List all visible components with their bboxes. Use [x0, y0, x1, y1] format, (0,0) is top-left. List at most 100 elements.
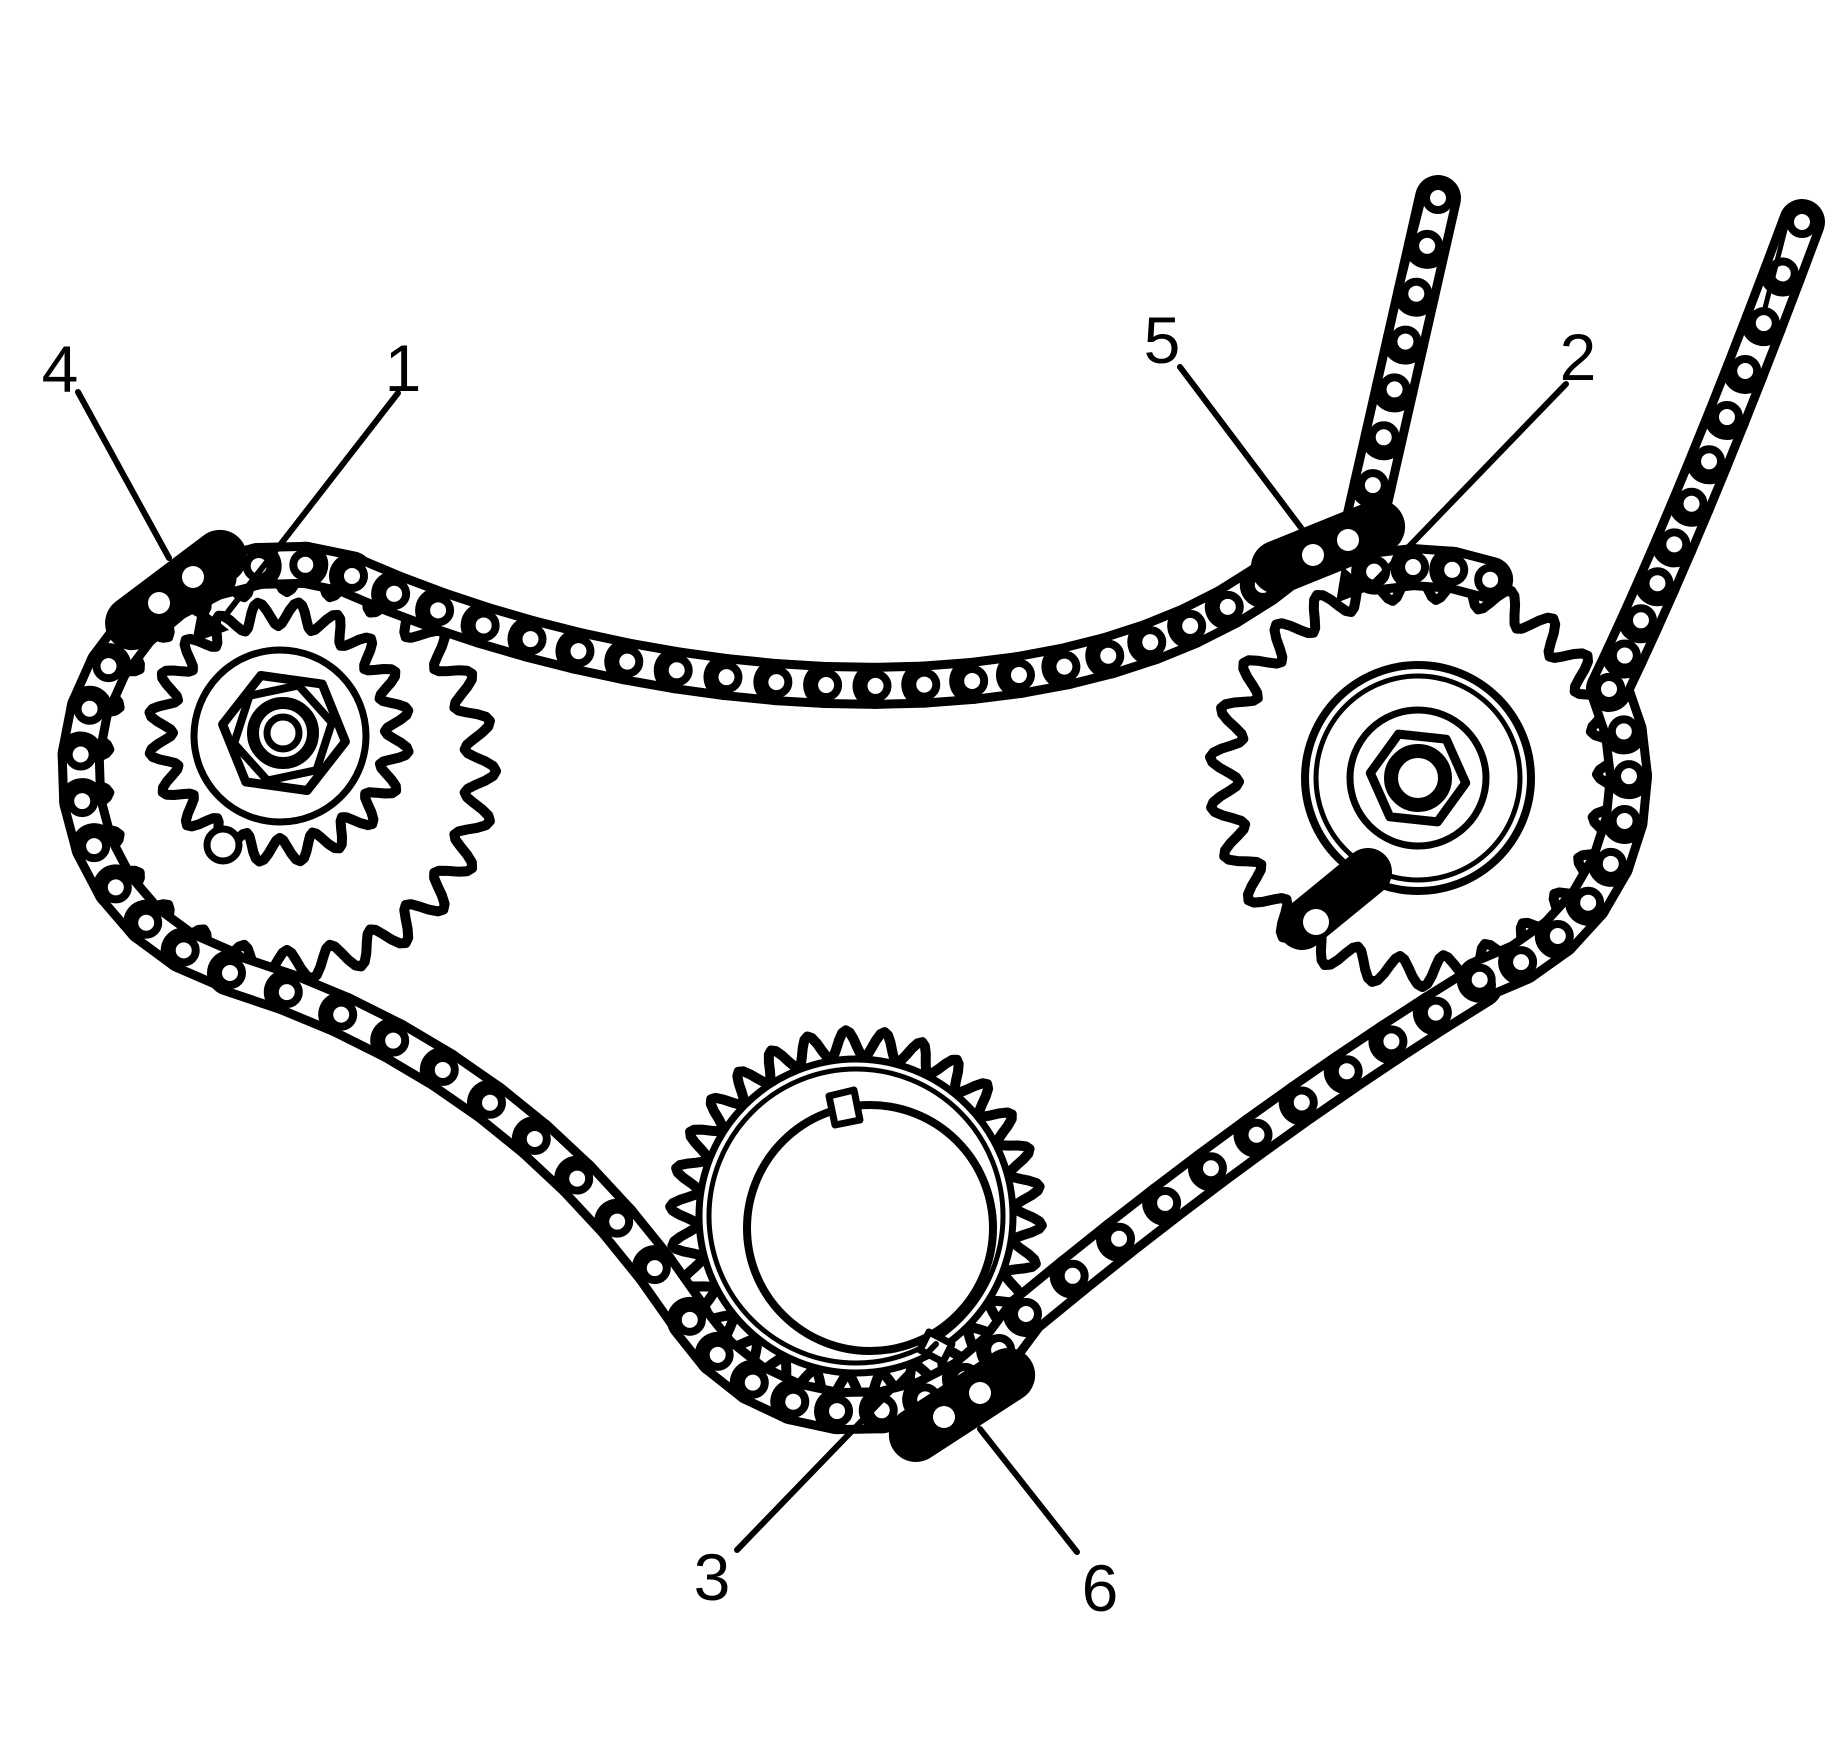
chain-roller: [92, 650, 125, 683]
chain-roller: [64, 738, 97, 771]
chain-roller: [561, 1162, 594, 1195]
callout-3-leader: [734, 1341, 939, 1553]
chain-roller: [1612, 760, 1645, 793]
chain-roller: [422, 594, 455, 627]
callout-6-leader: [977, 1426, 1080, 1555]
chain-roller: [1658, 528, 1691, 561]
chain-roller: [1002, 659, 1035, 692]
left-sprocket-alignment-arrow: [192, 606, 229, 643]
chain-roller: [99, 871, 132, 904]
chain-roller: [1474, 563, 1507, 596]
right-camshaft-sprocket-timing-slot-notch: [1303, 909, 1329, 935]
left-sprocket-timing-link-roller: [182, 566, 204, 588]
callout-3-label: 3: [693, 1540, 731, 1614]
chain-roller: [1607, 715, 1640, 748]
chain-roller: [514, 623, 547, 656]
callout-2-label: 2: [1559, 320, 1597, 394]
callout-1-leader: [225, 390, 401, 615]
chain-roller: [1624, 604, 1657, 637]
timing-chain: [57, 175, 1825, 1435]
chain-roller: [660, 654, 693, 687]
left-camshaft-sprocket-hex-bolt: [230, 681, 336, 785]
chain-roller: [1436, 553, 1469, 586]
chain-roller: [325, 998, 358, 1031]
crank-sprocket-timing-link-roller: [969, 1382, 991, 1404]
left-sprocket-timing-link: [105, 529, 247, 651]
chain-roller: [956, 664, 989, 697]
chain-roller: [611, 645, 644, 678]
chain-roller: [1593, 673, 1625, 705]
chain-roller: [1693, 445, 1726, 478]
chain-roller: [426, 1053, 459, 1086]
chain-roller: [377, 1024, 410, 1057]
callout-4-leader: [75, 389, 172, 561]
chain-roller: [1010, 1298, 1042, 1330]
chain-roller: [1463, 963, 1496, 996]
chain-roller: [1411, 229, 1444, 262]
callout-5-label: 5: [1143, 303, 1181, 377]
chain-roller: [1134, 626, 1167, 659]
right-sprocket-timing-link-plate: [1250, 499, 1406, 595]
chain-roller: [130, 906, 163, 939]
chain-roller: [1194, 1152, 1227, 1185]
crankshaft-sprocket: [665, 1025, 1047, 1407]
chain-roller: [1389, 325, 1422, 358]
chain-roller: [1356, 469, 1389, 502]
crank-keyway-notch: [825, 1086, 864, 1129]
chain-roller: [601, 1205, 634, 1238]
chain-roller: [859, 669, 892, 702]
chain-roller: [1419, 996, 1452, 1029]
right-camshaft-sprocket-ring: [1384, 744, 1452, 812]
left-camshaft-sprocket: [73, 558, 501, 984]
chain-roller: [1174, 609, 1207, 642]
chain-roller: [1710, 401, 1743, 434]
left-camshaft-sprocket-hex-bolt: [218, 671, 350, 795]
chain-roller: [710, 661, 743, 694]
chain-roller: [1400, 277, 1433, 310]
right-camshaft-sprocket-hex-bolt: [1365, 729, 1471, 827]
chain-roller: [701, 1338, 734, 1371]
chain-roller: [1729, 354, 1762, 387]
chain-roller: [1505, 946, 1538, 979]
chain-roller: [1422, 182, 1454, 214]
chain-roller: [73, 692, 106, 725]
left-camshaft-sprocket-ring: [263, 713, 303, 753]
chain-roller: [1048, 650, 1081, 683]
chain-roller: [1330, 1055, 1363, 1088]
chain-roller: [777, 1385, 810, 1418]
chain-roller: [1747, 307, 1780, 340]
chain-roller: [214, 957, 246, 989]
chain-roller: [1375, 1025, 1408, 1058]
chain-roller: [518, 1122, 551, 1155]
chain-roller: [467, 609, 500, 642]
right-sprocket-timing-link: [1250, 499, 1406, 595]
right-sprocket-timing-link-roller: [1337, 529, 1359, 551]
chain-roller: [562, 635, 595, 668]
chain-roller: [1541, 920, 1574, 953]
callout-1-label: 1: [384, 331, 422, 405]
chain-roller: [1786, 206, 1818, 238]
chain-roller: [289, 548, 322, 581]
chain-roller: [474, 1086, 506, 1119]
chain-roller: [378, 577, 411, 610]
chain-roller: [810, 669, 843, 702]
chain-roller: [1594, 847, 1627, 880]
chain-roller: [1092, 639, 1125, 672]
crank-sprocket-timing-link-roller: [933, 1406, 955, 1428]
crankshaft-sprocket-ring: [743, 1101, 997, 1355]
chain-roller: [66, 785, 99, 818]
callout-4-label: 4: [41, 332, 79, 406]
chain-roller: [1240, 1118, 1273, 1151]
chain-roller: [673, 1303, 706, 1336]
left-camshaft-sprocket-hole: [203, 825, 243, 865]
chain-roller: [1572, 886, 1605, 919]
chain-roller: [760, 666, 793, 699]
chain-roller: [1367, 421, 1400, 454]
chain-roller: [1378, 373, 1411, 406]
callout-6-label: 6: [1081, 1551, 1119, 1625]
chain-roller: [1285, 1086, 1318, 1119]
chain-roller: [1056, 1259, 1089, 1292]
chain-roller: [1397, 551, 1430, 584]
